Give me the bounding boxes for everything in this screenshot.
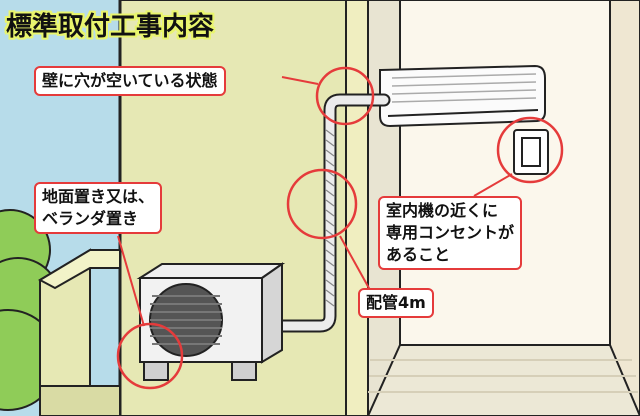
callout-pipe-text: 配管4m: [366, 293, 426, 312]
highlight-circles: [116, 66, 564, 390]
callout-outlet-line3: あること: [386, 245, 451, 264]
page-title: 標準取付工事内容: [6, 12, 215, 42]
callout-outdoor-placement: 地面置き又は、 ベランダ置き: [34, 182, 163, 234]
indoor-ac-unit: [379, 64, 546, 128]
callout-outdoor-line2: ベランダ置き: [42, 209, 139, 228]
power-outlet-icon: [513, 129, 549, 175]
callout-outdoor-line1: 地面置き又は、: [42, 187, 155, 206]
outdoor-ac-unit: [136, 262, 286, 381]
callout-outlet-line1: 室内機の近くに: [386, 201, 499, 220]
pipe-circle: [286, 168, 358, 240]
callout-outlet: 室内機の近くに 専用コンセントが あること: [378, 196, 523, 270]
wall-hole-circle: [315, 66, 375, 126]
room-right-wall: [609, 0, 640, 416]
refrigerant-pipe: [263, 93, 391, 333]
leader-lines: [117, 76, 513, 327]
callout-outlet-line2: 専用コンセントが: [386, 223, 515, 242]
callout-wall-hole: 壁に穴が空いている状態: [34, 66, 226, 96]
floor-boards: [368, 359, 638, 393]
outlet-circle: [496, 116, 564, 184]
outdoor-circle: [116, 322, 184, 390]
veranda-base: [39, 385, 121, 416]
room-floor: [366, 344, 640, 416]
callout-pipe: 配管4m: [358, 288, 434, 318]
veranda-top: [37, 249, 121, 290]
callout-wall-hole-text: 壁に穴が空いている状態: [42, 71, 218, 90]
